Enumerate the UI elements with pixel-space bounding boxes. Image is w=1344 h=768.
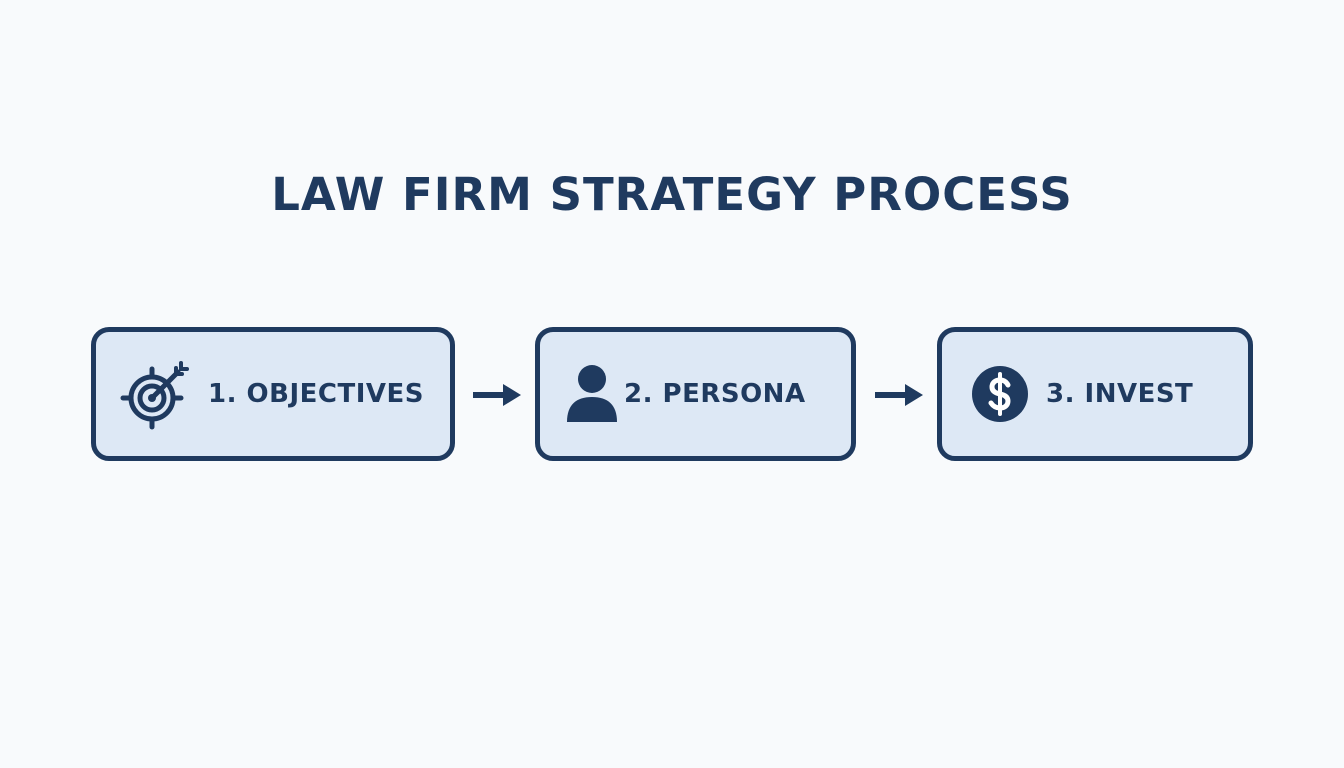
step-invest: 3. INVEST [937,327,1253,461]
dollar-icon [970,364,1030,424]
step-objectives: 1. OBJECTIVES [91,327,455,461]
arrow-right-icon [875,384,923,406]
diagram-title: LAW FIRM STRATEGY PROCESS [271,168,1073,221]
step-label-invest: 3. INVEST [1046,379,1194,409]
step-persona: 2. PERSONA [535,327,856,461]
step-label-objectives: 1. OBJECTIVES [208,379,424,409]
step-label-persona: 2. PERSONA [624,379,806,409]
arrow-right-icon [473,384,521,406]
target-icon [118,355,196,433]
person-icon [564,363,620,425]
